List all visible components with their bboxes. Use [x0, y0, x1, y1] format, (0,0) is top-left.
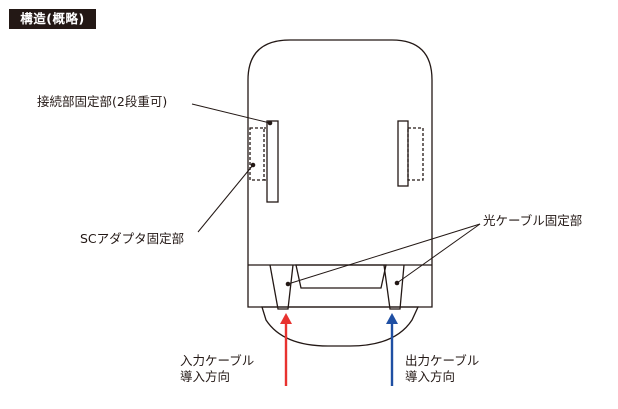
dot-optical-left — [285, 281, 291, 287]
dot-sc-adapter-fix — [250, 162, 256, 168]
label-output-line1: 出力ケーブル — [405, 353, 480, 368]
center-block — [295, 264, 387, 289]
device-body — [247, 39, 433, 308]
label-sc-adapter-fix: SCアダプタ固定部 — [80, 231, 185, 246]
dot-optical-right — [394, 280, 400, 286]
left-connector-holder — [266, 120, 279, 203]
right-cable-clamp — [383, 264, 405, 310]
title-badge: 構造(概略) — [9, 9, 96, 29]
label-output-direction: 出力ケーブル 導入方向 — [405, 353, 479, 385]
label-optical-cable-fix: 光ケーブル固定部 — [483, 213, 583, 228]
leader-optical-left — [287, 223, 481, 285]
input-arrow — [280, 313, 292, 386]
left-cable-clamp — [269, 264, 294, 310]
bottom-tray — [261, 306, 420, 347]
label-output-line2: 導入方向 — [405, 369, 456, 384]
label-input-line2: 導入方向 — [180, 369, 231, 384]
leader-connection-fix — [191, 103, 271, 124]
left-sc-adapter — [249, 127, 265, 181]
right-connector-holder — [397, 120, 409, 187]
leader-sc-adapter-fix — [197, 164, 254, 233]
label-input-line1: 入力ケーブル — [180, 353, 255, 368]
label-connection-fix: 接続部固定部(2段重可) — [37, 94, 168, 109]
label-input-direction: 入力ケーブル 導入方向 — [180, 353, 254, 385]
dot-connection-fix — [267, 120, 273, 126]
leader-optical-right — [396, 223, 481, 284]
right-sc-adapter — [407, 127, 424, 181]
output-arrow — [386, 313, 398, 386]
